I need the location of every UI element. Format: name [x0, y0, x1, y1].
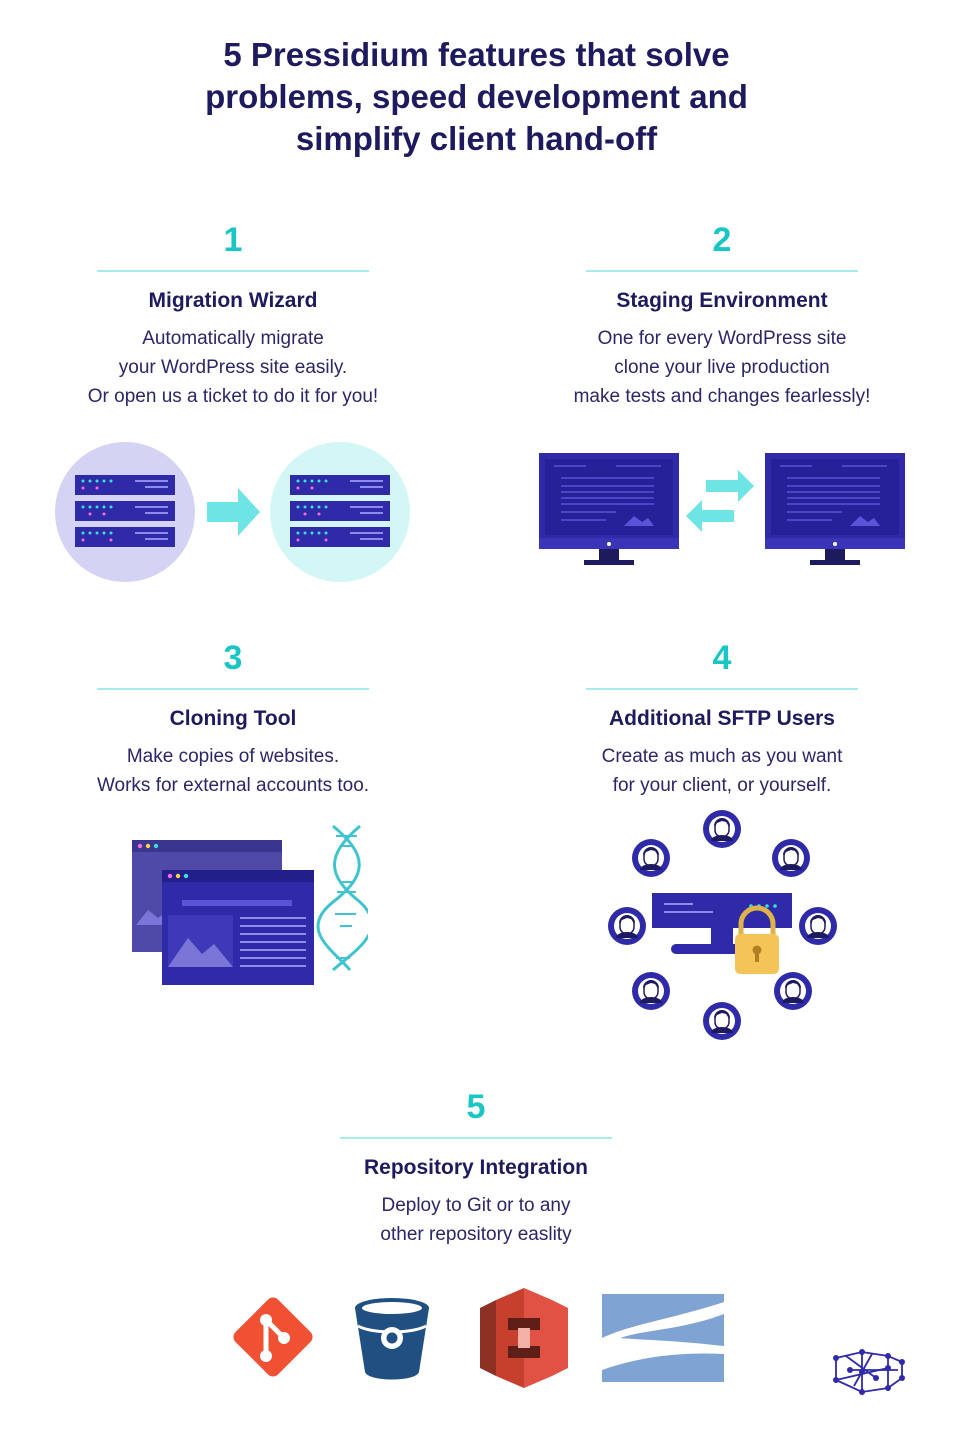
feature-title: Repository Integration: [363, 1156, 589, 1179]
feature-repository-integration: 5 Repository Integration Deploy to Git o…: [266, 1087, 686, 1249]
bitbucket-logo-icon: [355, 1298, 429, 1380]
description-line: Create as much as you want: [601, 746, 843, 767]
feature-title: Cloning Tool: [169, 707, 297, 730]
arrow-right-icon: [207, 488, 260, 536]
description-line: clone your live production: [614, 357, 830, 378]
description-line: Works for external accounts too.: [96, 775, 370, 796]
sftp-logo-icon: [602, 1294, 724, 1382]
padlock-icon: [735, 905, 779, 974]
server-stack-icon: [290, 475, 390, 547]
feature-description: Deploy to Git or to any other repository…: [266, 1191, 686, 1249]
feature-number: 1: [223, 221, 243, 259]
user-avatar-icon: [607, 906, 647, 946]
feature-title: Additional SFTP Users: [609, 707, 835, 730]
feature-staging-environment: 2 Staging Environment One for every Word…: [512, 220, 932, 411]
staging-illustration: [539, 453, 905, 565]
title-line-1: 5 Pressidium features that solve: [223, 36, 730, 73]
description-line: other repository easlity: [380, 1224, 572, 1245]
feature-divider: [586, 688, 858, 690]
feature-number: 4: [712, 639, 732, 677]
feature-divider: [586, 270, 858, 272]
description-line: make tests and changes fearlessly!: [573, 386, 871, 407]
user-avatar-icon: [702, 809, 742, 849]
description-line: Automatically migrate: [142, 328, 324, 349]
user-avatar-icon: [702, 1001, 742, 1041]
browser-window-icon: [162, 870, 314, 985]
feature-description: One for every WordPress site clone your …: [512, 324, 932, 411]
description-line: Make copies of websites.: [126, 746, 340, 767]
feature-divider: [340, 1137, 612, 1139]
feature-migration-wizard: 1 Migration Wizard Automatically migrate…: [23, 220, 443, 411]
feature-number: 3: [223, 639, 243, 677]
feature-description: Create as much as you want for your clie…: [512, 742, 932, 800]
dna-icon: [316, 824, 368, 972]
description-line: Deploy to Git or to any: [381, 1195, 571, 1216]
monitor-icon: [765, 453, 905, 565]
feature-divider: [97, 688, 369, 690]
feature-description: Make copies of websites. Works for exter…: [23, 742, 443, 800]
monitor-icon: [539, 453, 679, 565]
feature-description: Automatically migrate your WordPress sit…: [23, 324, 443, 411]
feature-number: 2: [712, 221, 732, 259]
cloning-illustration: [132, 824, 368, 985]
user-avatar-icon: [773, 971, 813, 1011]
feature-additional-sftp-users: 4 Additional SFTP Users Create as much a…: [512, 638, 932, 800]
description-line: for your client, or yourself.: [612, 775, 832, 796]
feature-title: Staging Environment: [616, 289, 828, 312]
aws-s3-logo-icon: [480, 1288, 568, 1388]
feature-cloning-tool: 3 Cloning Tool Make copies of websites. …: [23, 638, 443, 800]
user-avatar-icon: [798, 906, 838, 946]
user-avatar-icon: [631, 971, 671, 1011]
feature-divider: [97, 270, 369, 272]
description-line: your WordPress site easily.: [118, 357, 348, 378]
feature-title: Migration Wizard: [148, 289, 318, 312]
user-avatar-icon: [631, 838, 671, 878]
description-line: One for every WordPress site: [597, 328, 847, 349]
swap-arrows-icon: [686, 470, 754, 532]
user-avatar-icon: [771, 838, 811, 878]
pressidium-logo-icon: [833, 1349, 905, 1395]
migration-illustration: [55, 442, 410, 582]
git-logo-icon: [233, 1297, 313, 1377]
feature-number: 5: [466, 1088, 486, 1126]
title-line-2: problems, speed development and: [205, 78, 748, 115]
sftp-illustration: [607, 809, 838, 1041]
title-line-3: simplify client hand-off: [295, 120, 658, 157]
page-title: 5 Pressidium features that solve problem…: [0, 34, 953, 160]
server-stack-icon: [75, 475, 175, 547]
description-line: Or open us a ticket to do it for you!: [87, 386, 379, 407]
